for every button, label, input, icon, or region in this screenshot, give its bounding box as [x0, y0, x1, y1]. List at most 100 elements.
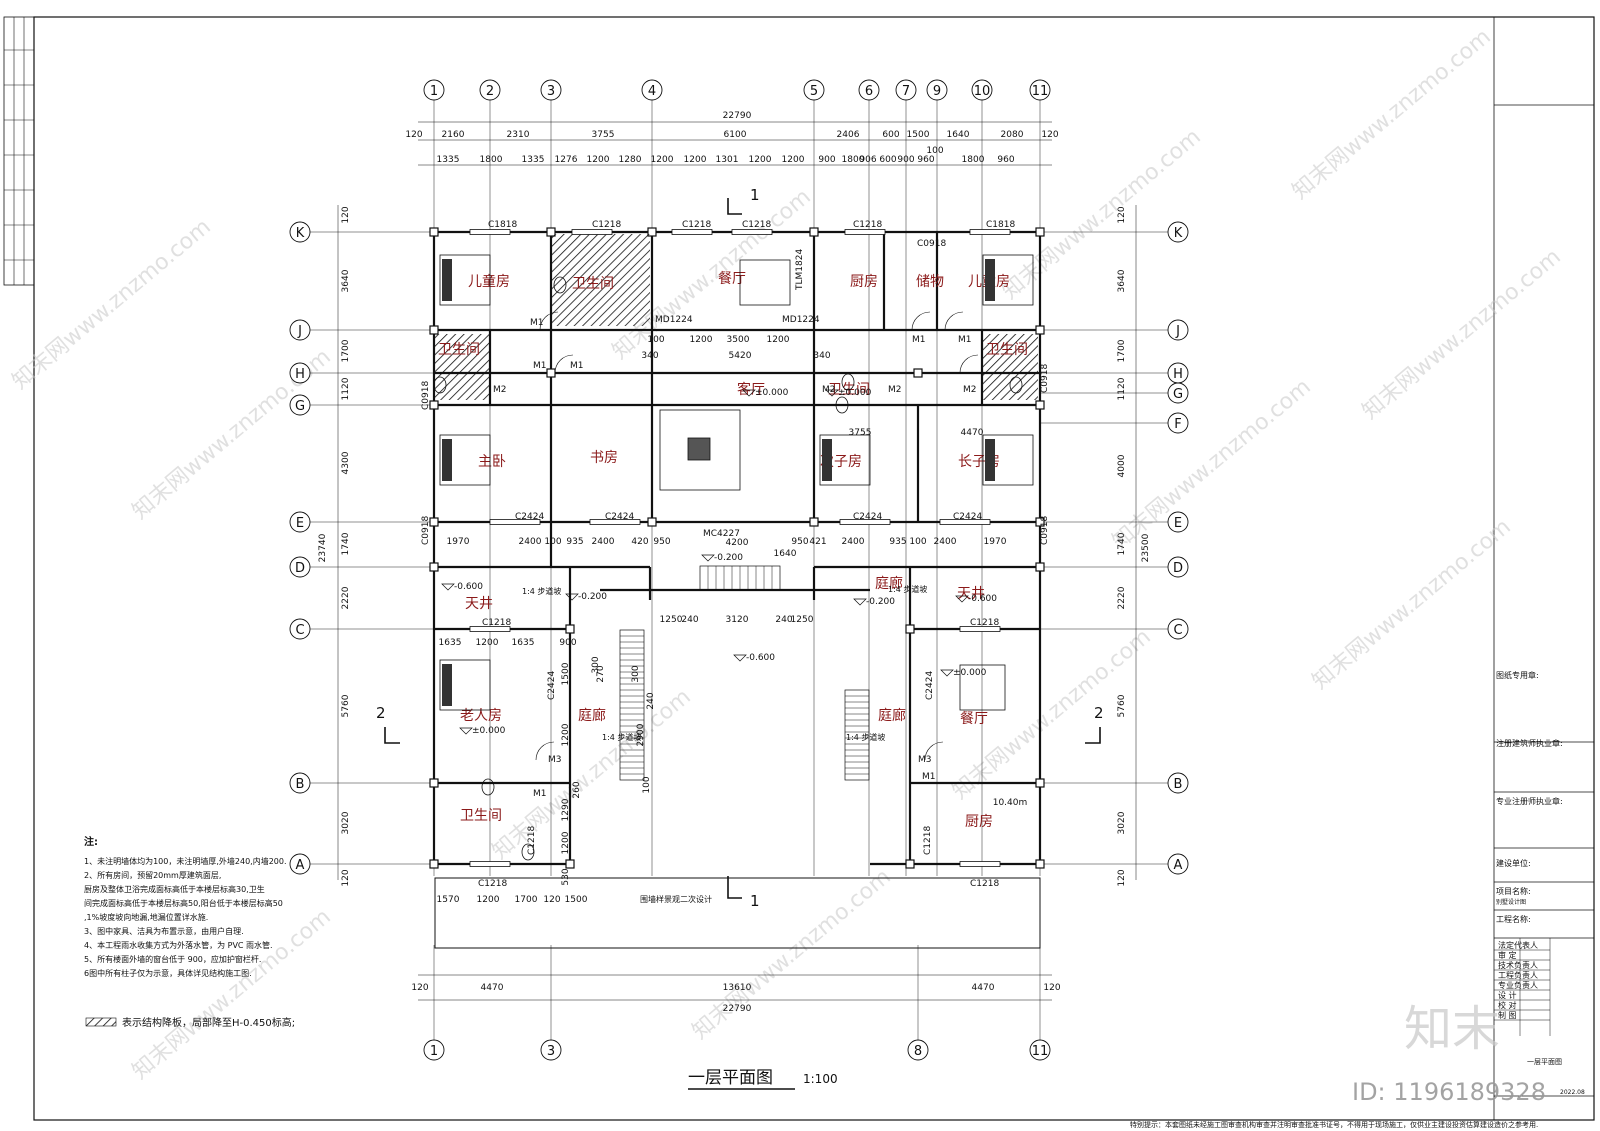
axis-bubble: [289, 511, 311, 533]
stair-outline: [844, 689, 870, 781]
dim-misc: 1500: [565, 895, 588, 905]
axis-label-top: 1: [430, 84, 438, 99]
dim-misc: 240: [681, 615, 698, 625]
dim-top-row2: 1276: [555, 155, 578, 165]
axis-label-left: E: [296, 516, 304, 531]
dim-top-row1: 600: [882, 130, 899, 140]
door-tag: MD1224: [782, 315, 820, 325]
dim-misc: 1970: [447, 537, 470, 547]
stair-outline: [619, 629, 645, 781]
room-label: 庭廊: [878, 707, 906, 724]
axis-label-top: 6: [865, 84, 873, 99]
level-triangle: [441, 583, 455, 591]
axis-label-top: 2: [486, 84, 494, 99]
dim-misc: 900: [559, 638, 576, 648]
window-symbol: [731, 229, 773, 235]
dim-total-top: 22790: [723, 111, 752, 121]
column: [429, 778, 439, 788]
door-swing: [911, 311, 931, 331]
dim-misc: 2900: [636, 723, 646, 746]
fence-outline: [434, 877, 1041, 949]
level-value: -0.600: [454, 582, 483, 592]
column: [565, 624, 575, 634]
bed-pillow: [442, 259, 452, 301]
level-value: -0.200: [578, 592, 607, 602]
dim-top-row2: 1335: [522, 155, 545, 165]
dim-right: 2220: [1117, 586, 1127, 609]
axis-bubble: [1167, 618, 1189, 640]
axis-label-right: A: [1174, 858, 1183, 873]
level-triangle: [940, 669, 954, 677]
axis-bubble: [971, 79, 993, 101]
axis-label-right: B: [1174, 777, 1183, 792]
room-label: 客厅: [737, 381, 765, 398]
dim-misc: 420: [631, 537, 648, 547]
room-label: 天井: [465, 596, 493, 612]
axis-label-top: 5: [810, 84, 818, 99]
column: [429, 562, 439, 572]
column: [429, 325, 439, 335]
dim-top-row2: 1200: [587, 155, 610, 165]
dim-right: 120: [1117, 869, 1127, 886]
axis-bubble: [423, 79, 445, 101]
axis-bubble: [479, 79, 501, 101]
architect-label: 注册建筑师执业章:: [1496, 738, 1563, 748]
dim-misc: 1250: [660, 615, 683, 625]
window-tag: C0918: [421, 381, 431, 410]
door-tag: M1: [922, 772, 936, 782]
axis-label-top: 7: [902, 84, 910, 99]
room-label: 老人房: [460, 708, 502, 724]
dim-misc: 1635: [439, 638, 462, 648]
column: [1035, 227, 1045, 237]
window-tag: C1218: [592, 220, 621, 230]
door-tag: M2: [888, 385, 902, 395]
furniture: [433, 254, 1034, 861]
room-label: 卫生间: [460, 808, 502, 824]
dim-misc: 100: [647, 335, 664, 345]
bed-pillow: [985, 259, 995, 301]
room-label: 卫生间: [572, 276, 614, 292]
axis-bubble: [289, 319, 311, 341]
door-swing: [535, 741, 555, 761]
dim-right: 120: [1117, 206, 1127, 223]
door-tag: M1: [530, 318, 544, 328]
watermark-text: 知末网www.znzmo.com: [1108, 374, 1316, 554]
bed-pillow: [822, 439, 832, 481]
dim-misc: 4470: [961, 428, 984, 438]
axis-bubble: [423, 1039, 445, 1061]
column: [809, 227, 819, 237]
watermark-text: 知末网www.znzmo.com: [8, 214, 216, 394]
window-symbol: [959, 861, 1001, 867]
toilet: [433, 376, 447, 394]
axis-label-left: J: [297, 324, 302, 339]
dim-right-total: 23500: [1141, 533, 1151, 562]
dim-top-row1: 2406: [837, 130, 860, 140]
level-value: -0.200: [866, 597, 895, 607]
axis-bubble: [1029, 79, 1051, 101]
dim-right: 1700: [1117, 339, 1127, 362]
level-triangle: [701, 554, 715, 562]
dim-misc: 1500: [561, 662, 571, 685]
note-item: 3、图中家具、洁具为布置示意，由用户自理.: [84, 926, 244, 936]
axis-label-right: H: [1173, 367, 1183, 382]
watermark-id: ID: 1196189328: [1352, 1078, 1546, 1106]
dim-misc: 100: [642, 776, 652, 793]
dim-misc: 1200: [477, 895, 500, 905]
column: [565, 859, 575, 869]
dim-top-row2: 1335: [437, 155, 460, 165]
axis-bubble: [289, 221, 311, 243]
dim-top-row1: 2080: [1001, 130, 1024, 140]
dim-left: 120: [341, 206, 351, 223]
level-value: ±0.000: [953, 668, 987, 678]
footer-note: 特别提示：本套图纸未经施工图审查机构审查并注明审查批准书证号，不得用于现场施工，…: [1130, 1120, 1538, 1129]
axis-label-bottom: 8: [914, 1044, 922, 1059]
title-row-label: 专业负责人: [1498, 980, 1538, 990]
watermark-logo: 知末: [1404, 1001, 1500, 1057]
axis-bubble: [926, 79, 948, 101]
door-tag: M1: [533, 789, 547, 799]
toilet: [553, 276, 567, 294]
axis-label-top: 9: [933, 84, 941, 99]
window-tag: C2424: [853, 512, 882, 522]
dim-top-row2: 1200: [782, 155, 805, 165]
